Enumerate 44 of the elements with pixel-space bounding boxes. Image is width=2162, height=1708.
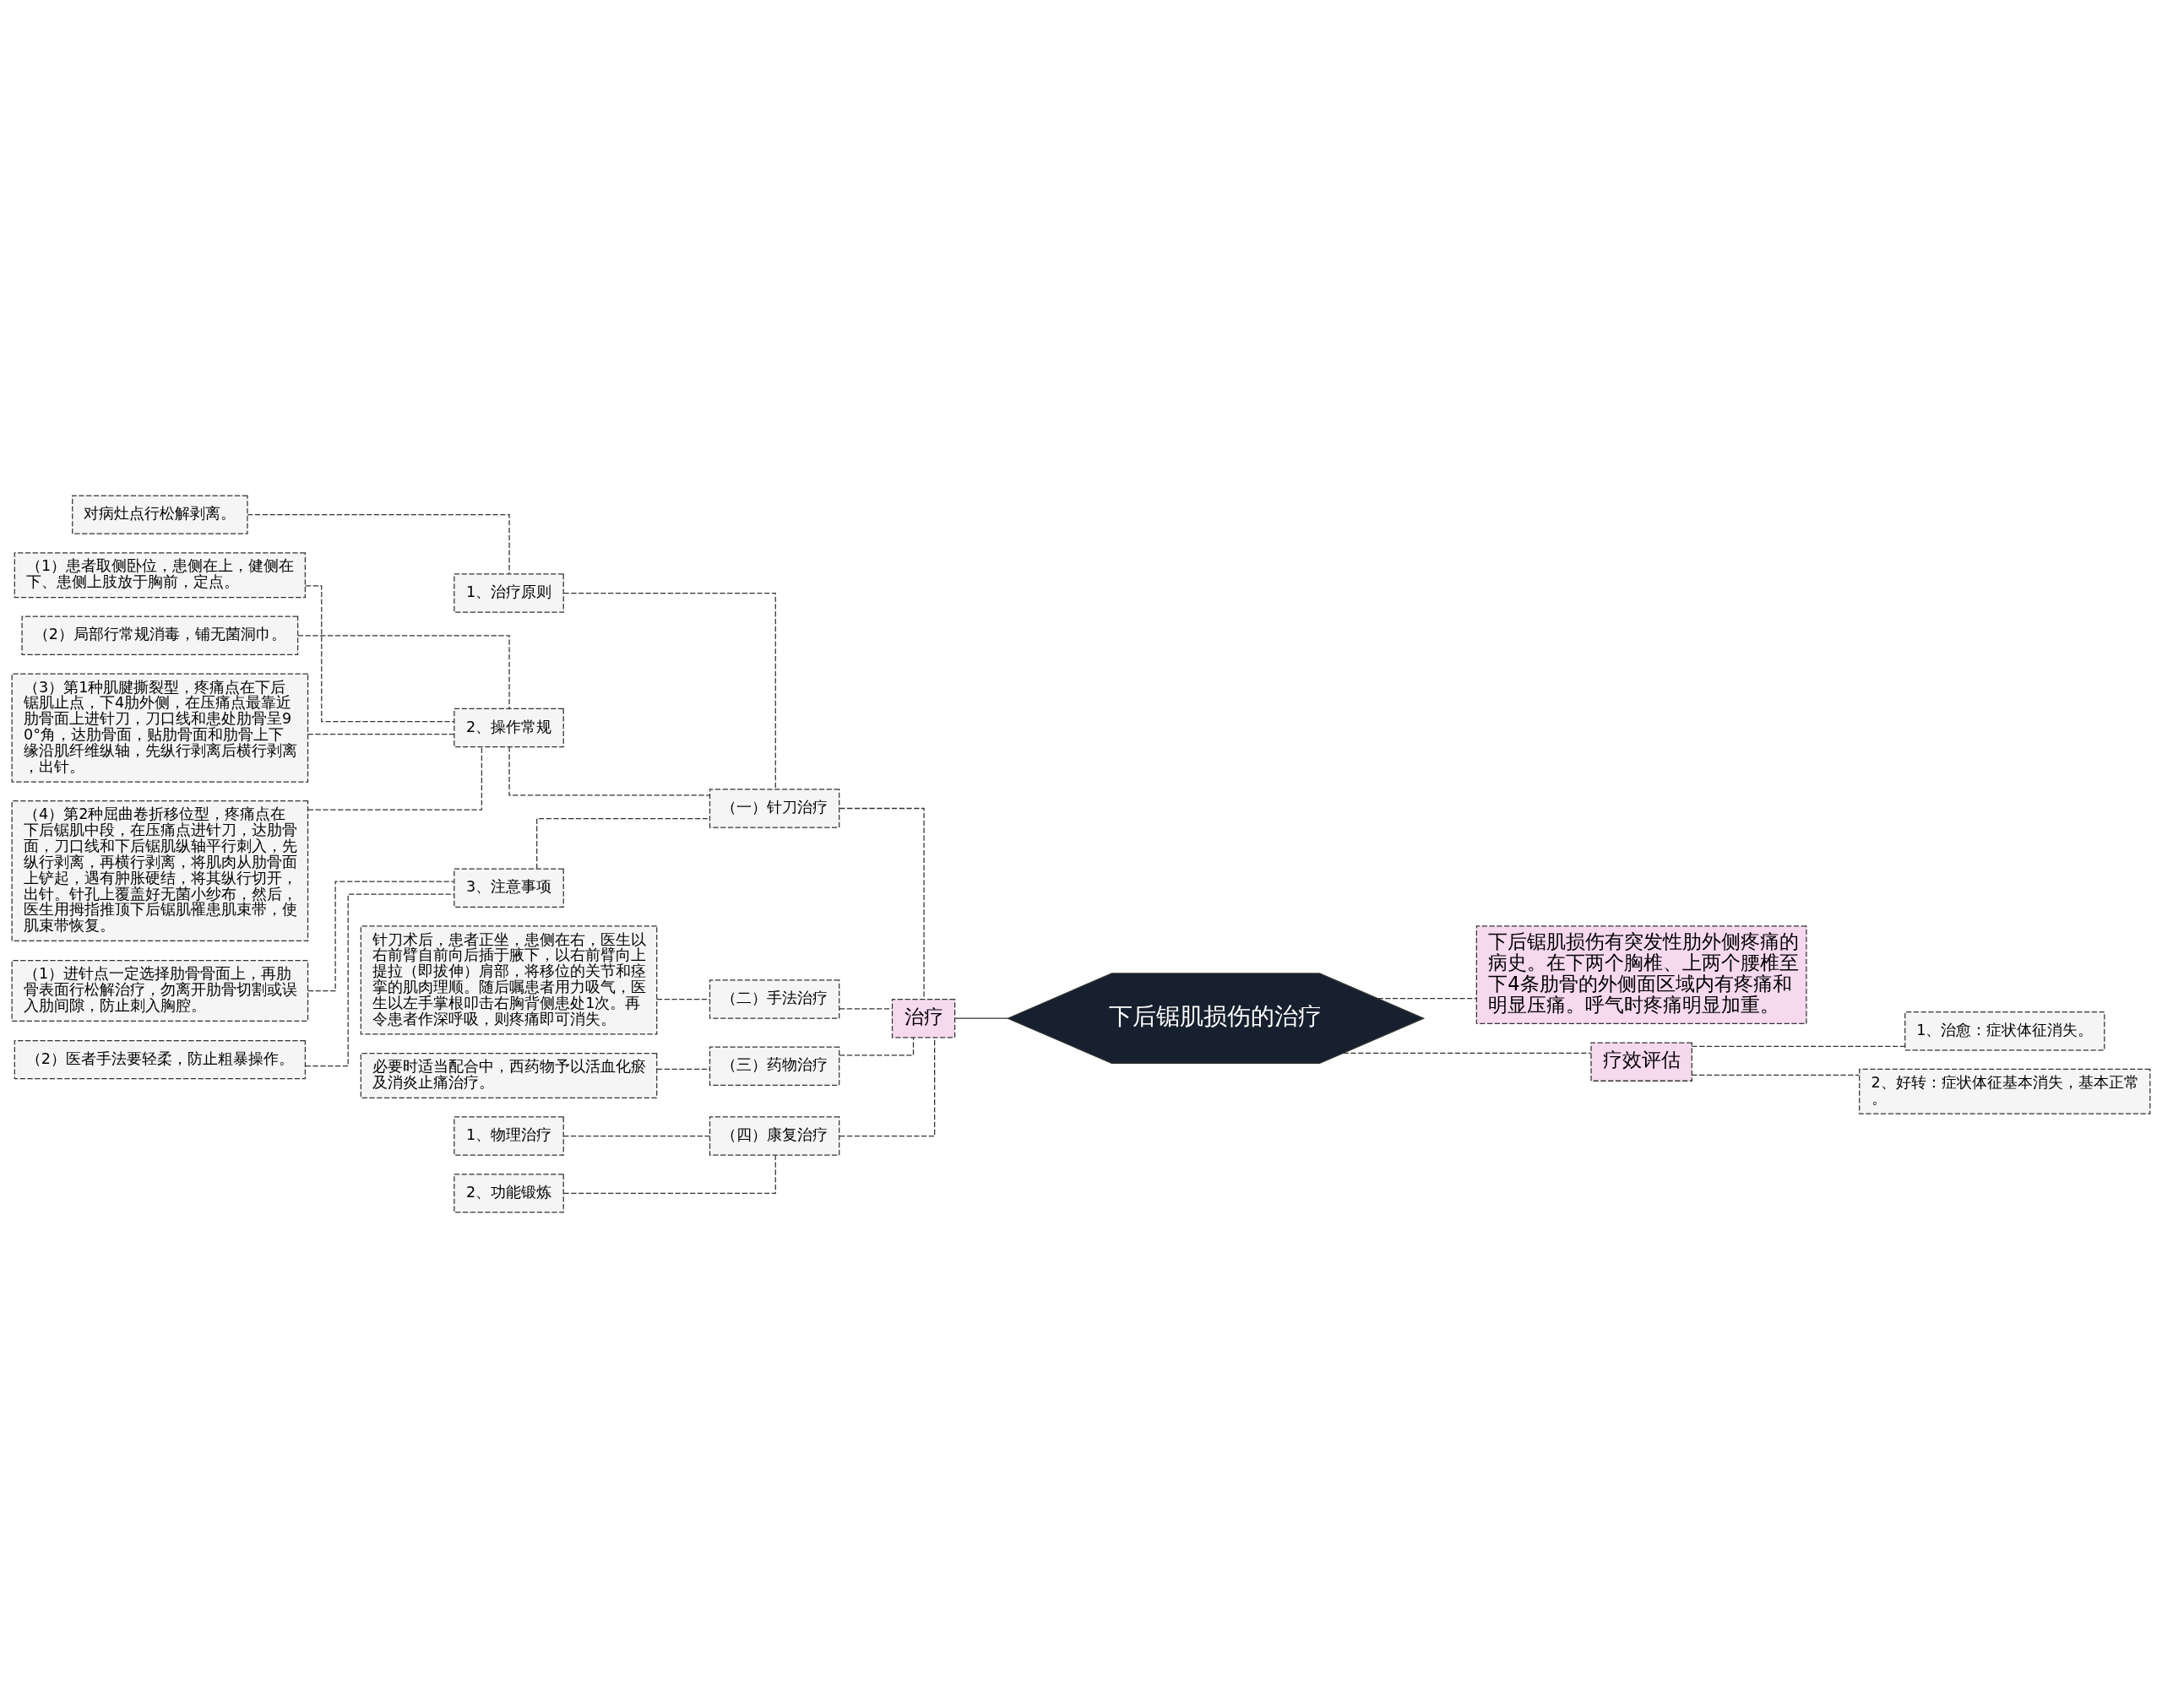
connector: [536, 818, 710, 870]
node-box: （2）局部行常规消毒，铺无菌洞巾。: [21, 615, 299, 656]
connector: [839, 1037, 915, 1056]
node-box: 1、物理治疗: [454, 1116, 564, 1156]
node-box: （二）手法治疗: [709, 979, 840, 1019]
connector: [656, 1068, 710, 1071]
node-box: 1、治疗原则: [454, 573, 564, 613]
connector: [656, 998, 710, 1000]
connector: [1377, 998, 1477, 1000]
node-box: （三）药物治疗: [709, 1046, 840, 1086]
node-box: （4）第2种屈曲卷折移位型，疼痛点在下后锯肌中段，在压痛点进针刀，达肋骨面，刀口线和下后锯肌纵轴平行刺入，先纵行剥离，再横行剥离，将肌肉从肋骨面上铲起，遇有肿胀硬结，将其纵行切开，出针。针孔上覆盖好无菌小纱布，然后，医生用拇指推顶下后锯肌罹患肌束带，使肌束带恢复。: [11, 800, 309, 942]
connector: [562, 592, 776, 790]
node-box: 1、治愈：症状体征消失。: [1904, 1011, 2105, 1051]
connector: [307, 733, 455, 735]
connector: [307, 881, 455, 992]
connector: [304, 893, 455, 1067]
node-box: 2、操作常规: [454, 708, 564, 748]
connector: [839, 1037, 936, 1137]
node-box: 下后锯肌损伤有突发性肋外侧疼痛的病史。在下两个胸椎、上两个腰椎至下4条肋骨的外侧面区域内有疼痛和明显压痛。呼气时疼痛明显加重。: [1475, 925, 1807, 1025]
node-box: 针刀术后，患者正坐，患侧在右，医生以右前臂自前向后插于腋下，以右前臂向上提拉（即拔伸）肩部，将移位的关节和痉挛的肌肉理顺。随后嘱患者用力吸气，医生以左手掌根叩击右胸背侧患处1次。再令患者作深呼吸，则疼痛即可消失。: [360, 925, 658, 1035]
node-box: （四）康复治疗: [709, 1116, 840, 1156]
node-box: 对病灶点行松解剥离。: [72, 495, 248, 534]
node-box: 3、注意事项: [454, 868, 564, 908]
connector: [247, 514, 510, 575]
connector: [307, 746, 483, 811]
connector: [1691, 1045, 1906, 1048]
node-box: 2、好转：症状体征基本消失，基本正常。: [1859, 1068, 2151, 1114]
node-box: （1）进针点一定选择肋骨骨面上，再肋骨表面行松解治疗，勿离开肋骨切割或误入肋间隙，防止刺入胸腔。: [11, 960, 309, 1022]
node-box: 疗效评估: [1590, 1042, 1692, 1082]
connector: [1691, 1074, 1860, 1076]
node-box: 2、功能锻炼: [454, 1174, 564, 1213]
node-box: （1）患者取侧卧位，患侧在上，健侧在下、患侧上肢放于胸前，定点。: [14, 552, 307, 599]
connector: [839, 1008, 893, 1010]
node-box: 必要时适当配合中，西药物予以活血化瘀及消炎止痛治疗。: [360, 1052, 658, 1098]
node-box: 治疗: [891, 998, 956, 1038]
node-box: （一）针刀治疗: [709, 789, 840, 828]
connector: [562, 1135, 710, 1137]
connector: [1343, 1052, 1592, 1054]
connector: [508, 746, 710, 796]
connector: [839, 807, 925, 1000]
connector: [954, 1017, 1008, 1019]
node-box: （2）医者手法要轻柔，防止粗暴操作。: [14, 1039, 307, 1080]
node-box: （3）第1种肌腱撕裂型，疼痛点在下后锯肌止点，下4肋外侧，在压痛点最靠近肋骨面上进针刀，刀口线和患处肋骨呈90°角，达肋骨面，贴肋骨面和肋骨上下缘沿肌纤维纵轴，先纵行剥离后横行剥离，出针。: [11, 673, 309, 783]
connector: [562, 1154, 776, 1194]
